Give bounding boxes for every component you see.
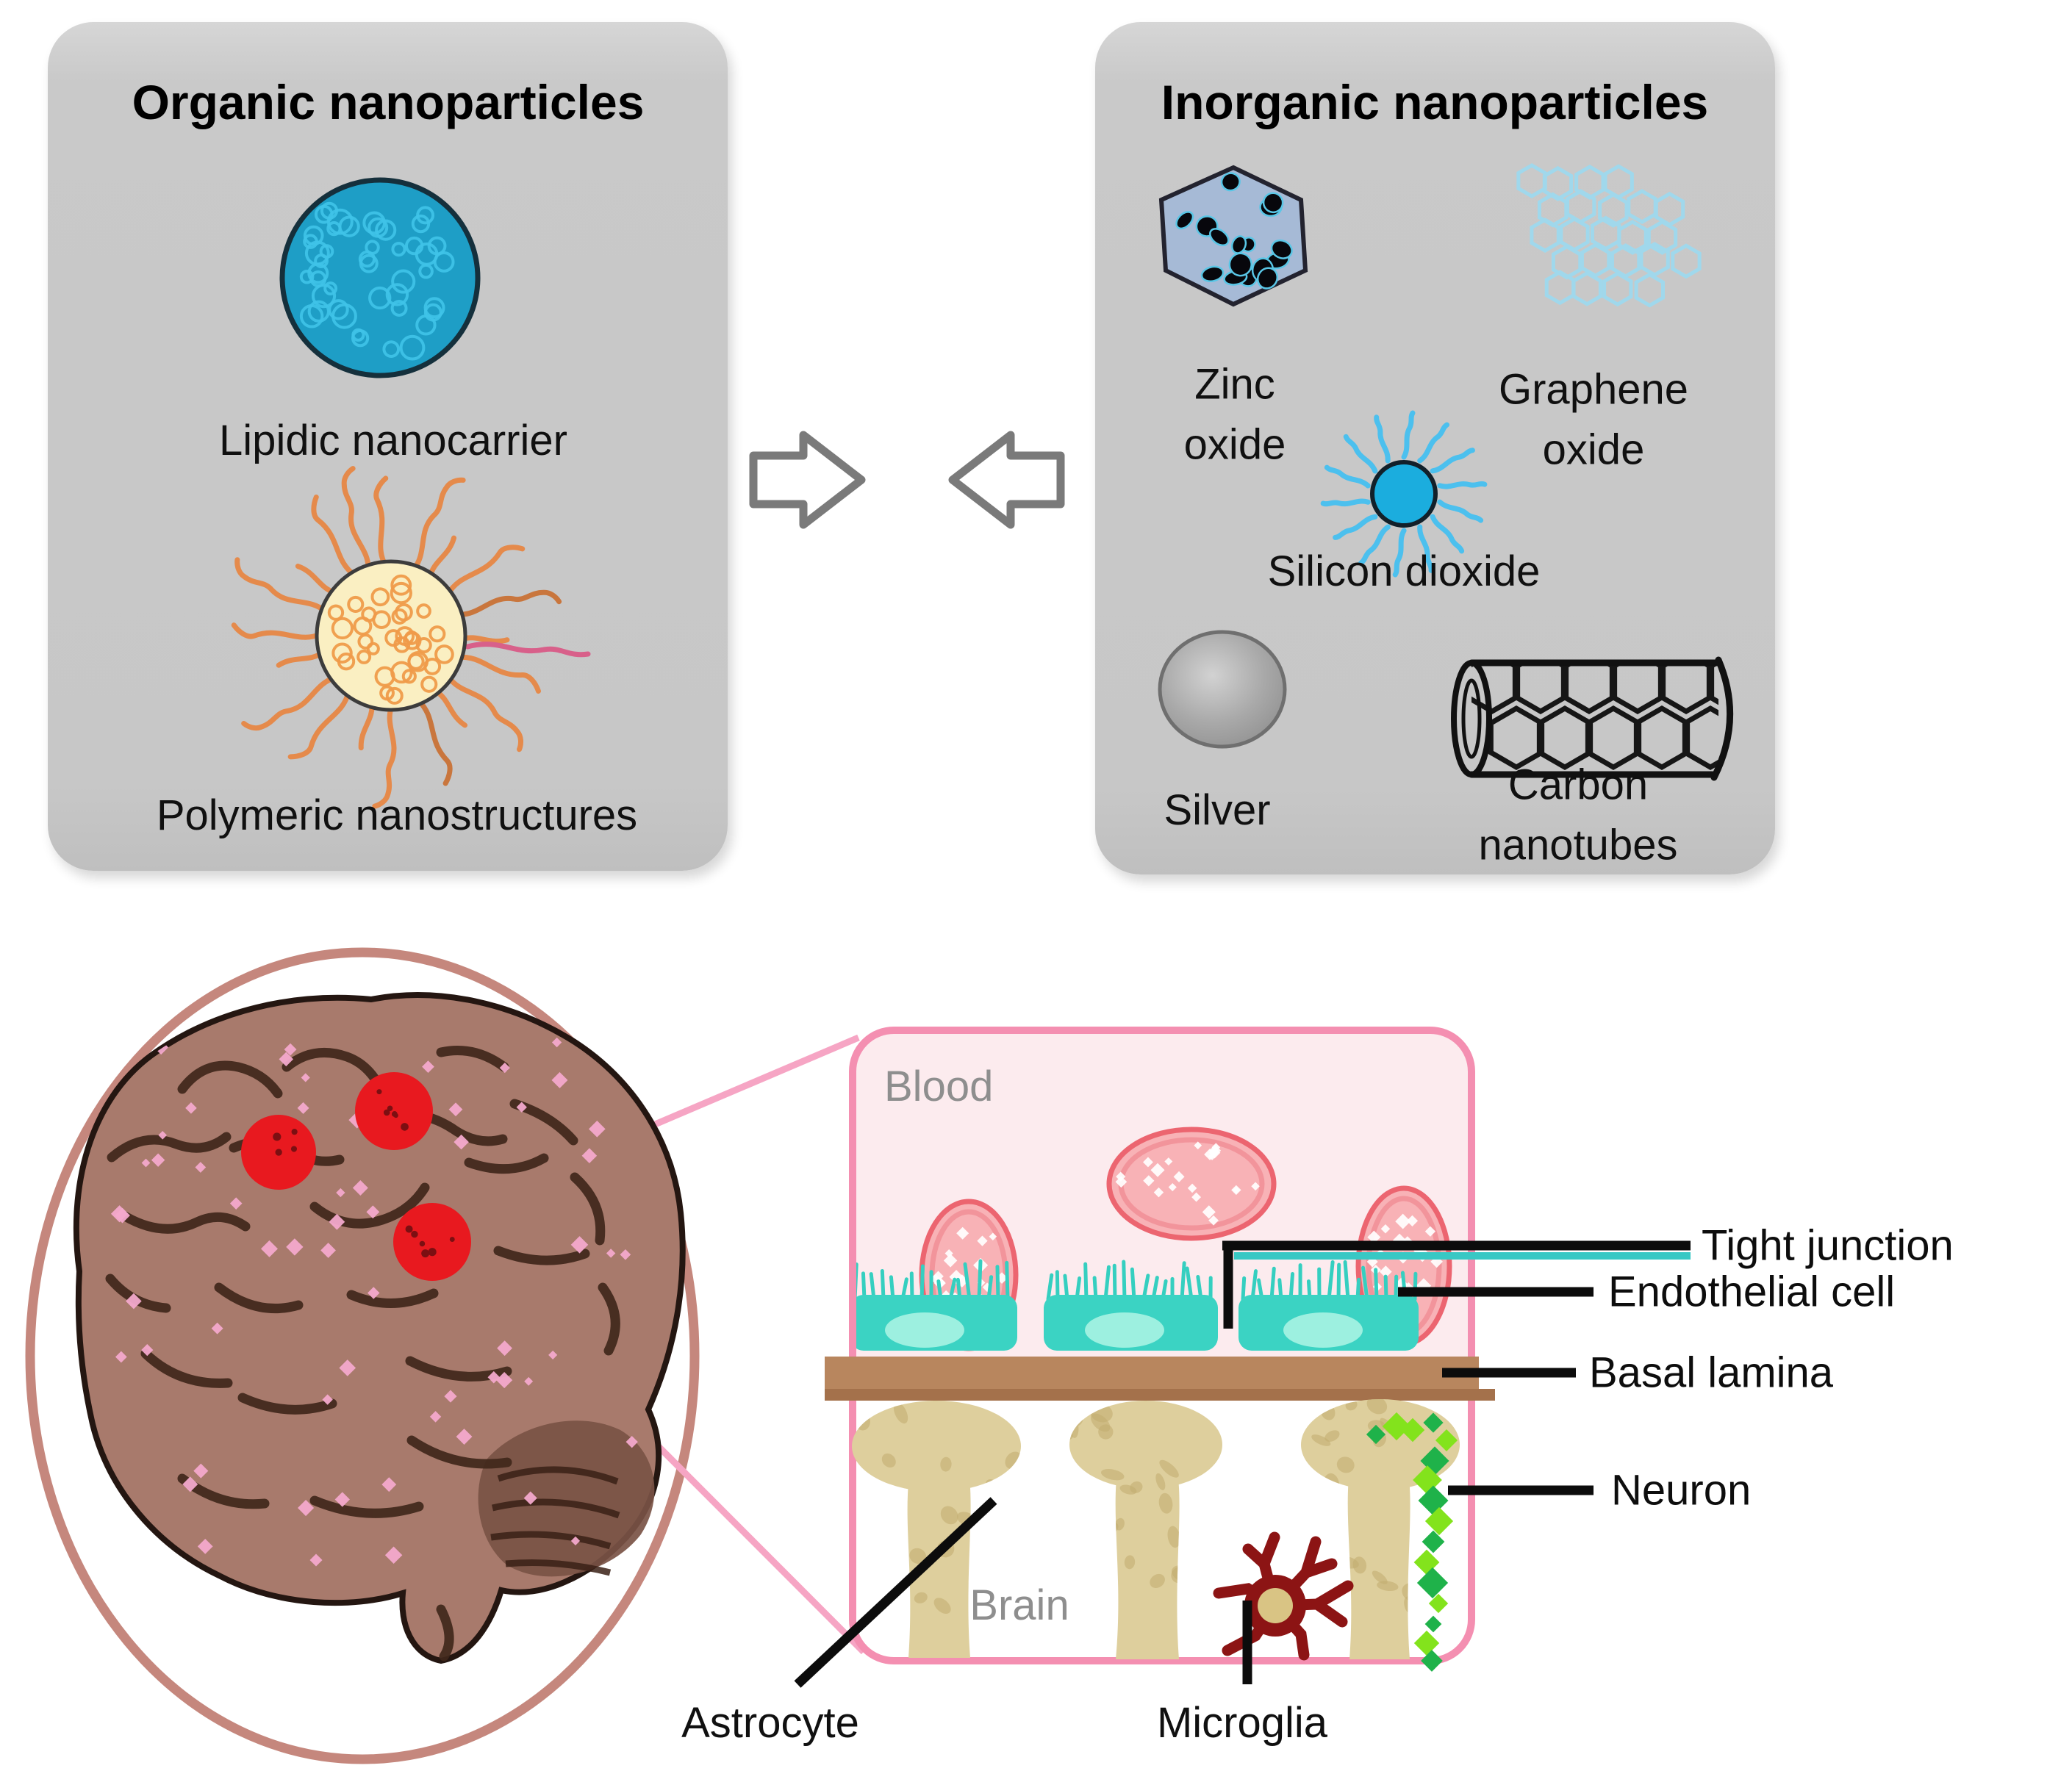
silver-label: Silver — [1164, 786, 1271, 834]
lipidic-nanocarrier-icon — [279, 177, 481, 378]
organic-panel — [48, 22, 728, 871]
magnifier-circle — [25, 947, 700, 1764]
carbon-nanotubes-label: Carbon nanotubes — [1478, 761, 1678, 869]
tight-junction-label: Tight junction — [1702, 1221, 1954, 1270]
neuron-label: Neuron — [1611, 1466, 1752, 1515]
polymeric-nanostructure-icon — [231, 469, 591, 807]
endothelial-cell-label: Endothelial cell — [1608, 1268, 1896, 1316]
basal-lamina-bar — [825, 1357, 1495, 1401]
lipidic-label: Lipidic nanocarrier — [219, 416, 567, 464]
brain-region-label: Brain — [969, 1581, 1069, 1629]
facing-block-arrows-icon — [749, 431, 1065, 529]
bbb-box-border — [849, 1027, 1475, 1664]
carbon-nanotube-icon — [1451, 656, 1734, 781]
astrocyte-endfoot-icon — [852, 1399, 1460, 1659]
basal-lamina-label: Basal lamina — [1589, 1348, 1834, 1397]
graphene-oxide-honeycomb-icon — [1516, 163, 1702, 308]
red-blood-cell-icon — [1106, 1127, 1277, 1241]
arrow-right-icon — [749, 431, 866, 529]
brain-icon — [73, 992, 686, 1664]
graphene-oxide-label: Graphene oxide — [1499, 365, 1688, 474]
microglia-cell-icon — [1213, 1531, 1354, 1661]
polymeric-label: Polymeric nanostructures — [156, 791, 638, 839]
blood-region-label: Blood — [884, 1063, 994, 1110]
silicon-dioxide-label: Silicon dioxide — [1267, 547, 1541, 595]
silicon-dioxide-particle-icon — [1323, 413, 1485, 575]
silver-particle-icon — [1158, 630, 1287, 749]
microglia-label: Microglia — [1156, 1698, 1328, 1747]
annotation-lines — [794, 1240, 1691, 1688]
endothelial-nuclei — [885, 1312, 1363, 1348]
lesion-dots — [241, 1072, 471, 1281]
inorganic-panel-title: Inorganic nanoparticles — [1161, 75, 1709, 130]
zinc-oxide-label: Zinc oxide — [1183, 360, 1286, 469]
astrocyte-label: Astrocyte — [681, 1698, 859, 1747]
arrow-left-icon — [948, 431, 1065, 529]
neuron-bead-icon — [1366, 1412, 1458, 1672]
zinc-oxide-hexagon-icon — [1158, 165, 1308, 307]
organic-panel-title: Organic nanoparticles — [132, 75, 645, 130]
